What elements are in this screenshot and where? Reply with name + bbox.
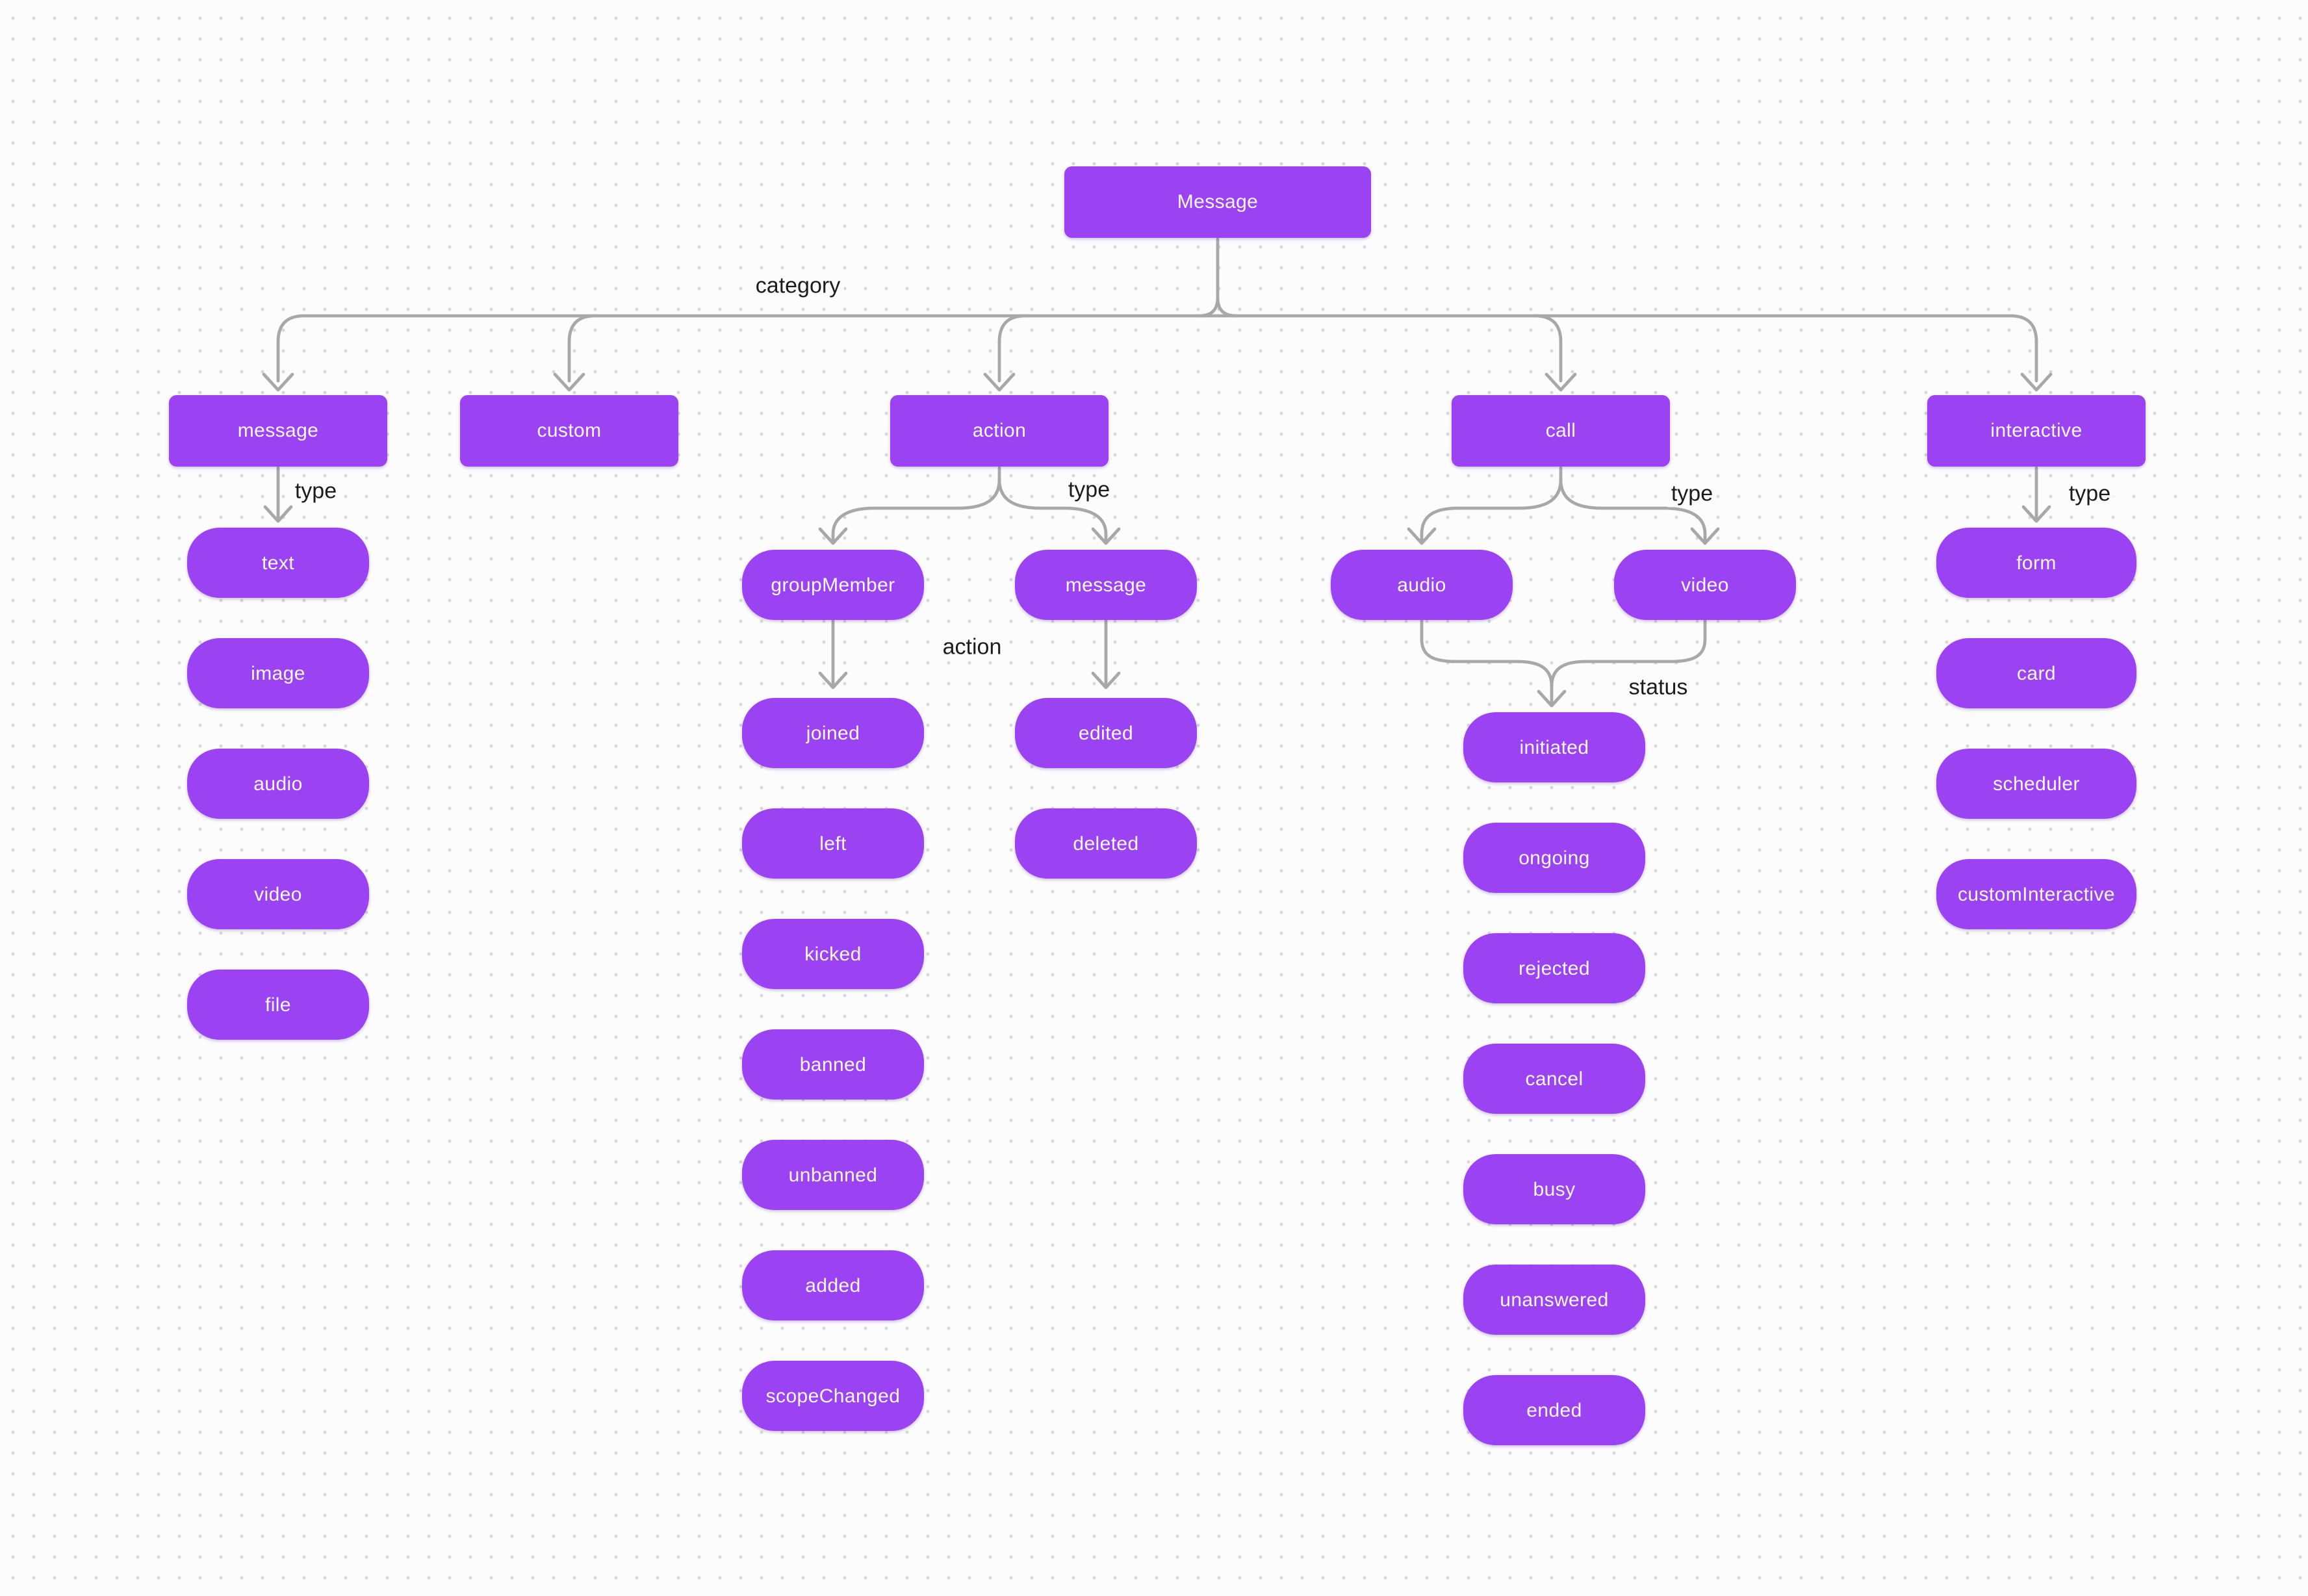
node-groupmember-action-banned: banned <box>742 1029 924 1100</box>
edge-interactive-type <box>2021 466 2051 523</box>
node-category-interactive: interactive <box>1927 395 2146 467</box>
edge-label-category: category <box>751 273 845 299</box>
node-message-type-text: text <box>187 528 369 598</box>
node-message-type-video: video <box>187 859 369 929</box>
edge-root-stub <box>1198 237 1238 318</box>
edge-label-groupmember-action: action <box>938 634 1006 660</box>
edge-merge-audio <box>1420 618 1554 688</box>
edge-takeoff-call <box>1533 314 1563 383</box>
node-groupmember-action-left: left <box>742 808 924 879</box>
node-groupmember-action-kicked: kicked <box>742 919 924 989</box>
edge-label-interactive-type: type <box>2064 481 2115 507</box>
node-actionmessage-deleted: deleted <box>1015 808 1197 879</box>
node-message-type-file: file <box>187 970 369 1040</box>
edge-groupmember-action <box>818 618 848 689</box>
node-groupmember-action-scopechanged: scopeChanged <box>742 1361 924 1431</box>
node-call-status-ongoing: ongoing <box>1463 823 1645 893</box>
node-root-message: Message <box>1064 166 1371 238</box>
node-interactive-type-card: card <box>1936 638 2136 708</box>
node-interactive-type-scheduler: scheduler <box>1936 749 2136 819</box>
arrowhead-message-category <box>262 372 294 392</box>
node-groupmember-action-added: added <box>742 1250 924 1320</box>
arrowhead-call-category <box>1545 372 1577 392</box>
node-call-status-initiated: initiated <box>1463 712 1645 782</box>
node-groupmember-action-joined: joined <box>742 698 924 768</box>
node-actionmessage-edited: edited <box>1015 698 1197 768</box>
node-call-status-rejected: rejected <box>1463 933 1645 1003</box>
node-message-type-audio: audio <box>187 749 369 819</box>
edge-merge-tail <box>1537 684 1567 708</box>
edge-merge-video <box>1550 618 1707 688</box>
edge-label-message-type: type <box>290 478 341 504</box>
edge-action-fork-left <box>818 466 1001 545</box>
node-interactive-type-form: form <box>1936 528 2136 598</box>
node-groupmember-action-unbanned: unbanned <box>742 1140 924 1210</box>
edge-message-type <box>263 466 293 523</box>
node-category-custom: custom <box>460 395 678 467</box>
edge-label-call-type: type <box>1667 481 1717 507</box>
edge-takeoff-custom <box>567 314 597 383</box>
node-call-type-audio: audio <box>1331 550 1513 620</box>
node-action-type-groupmember: groupMember <box>742 550 924 620</box>
arrowhead-interactive-category <box>2020 372 2053 392</box>
node-call-status-busy: busy <box>1463 1154 1645 1224</box>
node-interactive-type-custominteractive: customInteractive <box>1936 859 2136 929</box>
node-call-status-unanswered: unanswered <box>1463 1265 1645 1335</box>
edge-action-fork-right <box>997 478 1121 545</box>
arrowhead-custom-category <box>553 372 585 392</box>
arrowhead-action-category <box>983 372 1016 392</box>
edge-label-call-status: status <box>1624 675 1692 701</box>
node-category-call: call <box>1452 395 1670 467</box>
edge-actionmessage-down <box>1091 618 1121 689</box>
edge-call-fork-left <box>1407 466 1563 545</box>
node-call-type-video: video <box>1614 550 1796 620</box>
node-action-type-message: message <box>1015 550 1197 620</box>
edge-takeoff-action <box>997 314 1027 383</box>
node-call-status-ended: ended <box>1463 1375 1645 1445</box>
edge-call-fork-right <box>1559 478 1720 545</box>
node-call-status-cancel: cancel <box>1463 1044 1645 1114</box>
node-category-message: message <box>169 395 387 467</box>
edge-category-bus <box>276 314 2038 383</box>
edge-label-action-type: type <box>1064 477 1114 503</box>
node-category-action: action <box>890 395 1109 467</box>
node-message-type-image: image <box>187 638 369 708</box>
